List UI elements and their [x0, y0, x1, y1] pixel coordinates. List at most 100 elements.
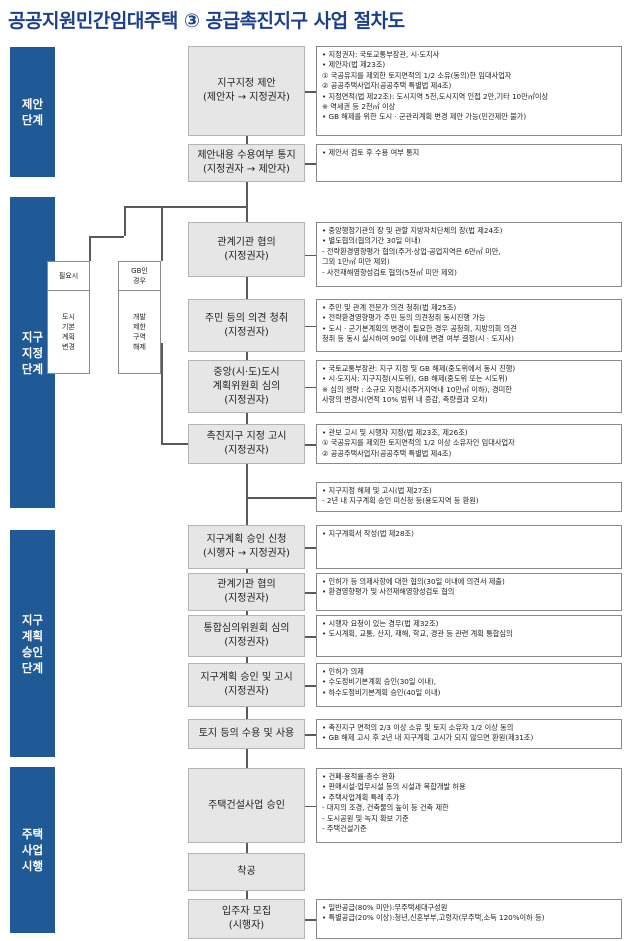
flow-connector — [124, 206, 126, 236]
flow-connector — [305, 734, 316, 736]
step-label: 착공 — [237, 866, 256, 877]
description-line: • 특별공급(20% 이상):청년,신혼부부,고령자(무주택,소득 120%이하… — [322, 913, 545, 923]
flow-connector — [305, 685, 316, 687]
step-label: 주택건설사업 승인 — [208, 799, 285, 811]
description-line: - 대지의 조경, 건축물의 높이 등 건축 제한 — [322, 803, 449, 813]
step-description: • 지정권자: 국토교통부장관, 시·도지사• 제안자(법 제23조) ① 국공… — [316, 46, 622, 136]
process-step: 관계기관 협의 (지정권자) — [188, 573, 305, 611]
step-label: 토지 등의 수용 및 사용 — [198, 728, 295, 739]
flow-connector — [161, 236, 163, 261]
flow-connector — [161, 443, 188, 445]
step-description: • 촉진지구 면적의 2/3 이상 소유 및 토지 소유자 1/2 이상 동의•… — [316, 719, 622, 749]
process-step: 지구지정 제안 (제안자 → 지정권자) — [188, 46, 305, 136]
step-label: 촉진지구 지정 고시 — [206, 431, 287, 442]
flow-connector — [305, 919, 316, 921]
process-step: 입주자 모집 (시행자) — [188, 899, 305, 939]
flow-connector — [161, 206, 163, 236]
step-description: • 제안서 검토 후 수용 여부 통지 — [316, 144, 622, 182]
description-line: ※ 역세권 등 2천㎡ 이상 — [322, 102, 396, 112]
step-label: (지정권자) — [224, 593, 269, 604]
description-line: • 주택사업계획 특례 추가 — [322, 792, 400, 802]
step-label: 주민 등의 의견 청취 — [204, 312, 289, 324]
step-label: (지정권자) — [224, 394, 269, 406]
step-label: (지정권자) — [224, 637, 269, 648]
description-line: • 도시계획, 교통, 산지, 재해, 학교, 경관 등 관련 계획 통합심의 — [322, 629, 513, 639]
step-label: (시행자 → 지정권자) — [203, 548, 290, 559]
step-description: • 지구계획서 작성(법 제28조) — [316, 525, 622, 569]
process-step: 주택건설사업 승인 — [188, 768, 305, 843]
description-line: ① 국공유지를 제외한 토지면적의 1/2 이상 소유자인 임대사업자 — [322, 438, 515, 448]
description-line: ① 국공유지를 제외한 토지면적의 1/2 소유(동의)한 임대사업자 — [322, 70, 512, 80]
step-label: 계획위원회 심의 — [212, 380, 281, 392]
description-line: • 촉진지구 면적의 2/3 이상 소유 및 토지 소유자 1/2 이상 동의 — [322, 723, 514, 732]
description-line: • 시행자 요청이 있는 경우(법 제32조) — [322, 619, 439, 628]
flow-connector — [246, 497, 316, 499]
flow-connector — [89, 236, 124, 238]
description-line: • 별도협의(협의기간 30일 이내) — [322, 236, 421, 246]
description-line: • 전략환경영향평가 주민 등의 의견청취 동시진행 가능 — [322, 313, 486, 323]
flow-connector — [305, 386, 316, 388]
flow-connector — [305, 592, 316, 594]
step-label: (제안자 → 지정권자) — [203, 92, 290, 103]
flow-connector — [305, 163, 316, 165]
step-label: 입주자 모집 — [221, 906, 272, 917]
description-line: - 2년 내 지구계획 승인 미신청 등(용도지역 등 환원) — [322, 496, 479, 506]
step-label: 지구지정 제안 — [217, 78, 276, 89]
side-box-body: 도시 기본 계획 변경 — [62, 313, 75, 351]
stage-approval: 지구 계획 승인 단계 — [10, 530, 55, 757]
page-title: 공공지원민간임대주택 ③ 공급촉진지구 사업 절차도 — [8, 10, 405, 32]
step-description: • 인허가 등 의제사항에 대한 협의(30일 이내에 의견서 제출)• 환경영… — [316, 573, 622, 611]
step-label: (지정권자) — [224, 326, 269, 338]
description-line: • GB 해제 고시 후 2년 내 지구계획 고시가 되지 않으면 환원(제31… — [322, 733, 534, 743]
flow-connector — [305, 254, 316, 256]
description-line: • 지구계획서 작성(법 제28조) — [322, 529, 414, 538]
description-line: • 도시 · 군기본계획의 변경이 필요한 경우 공청회, 지방의회 의견 — [322, 323, 517, 333]
description-line: • 지정권자: 국토교통부장관, 시·도지사 — [322, 50, 440, 59]
process-step: 착공 — [188, 853, 305, 891]
flow-connector — [305, 91, 316, 93]
description-line: - 전략환경영향평가 협의(주거·상업·공업지역은 6만㎡ 미만, — [322, 246, 501, 256]
description-line: • 제안자(법 제23조) — [322, 60, 386, 70]
description-line: • 인허가 의제 — [322, 667, 364, 676]
process-step: 촉진지구 지정 고시 (지정권자) — [188, 424, 305, 464]
step-label: (지정권자) — [224, 445, 269, 456]
process-step: 토지 등의 수용 및 사용 — [188, 719, 305, 749]
stage-proposal: 제안 단계 — [10, 47, 55, 177]
flow-connector — [161, 343, 163, 443]
step-label: 중앙(시·도)도시 — [213, 366, 280, 378]
flow-connector — [305, 325, 316, 327]
description-line: • GB 해제를 위한 도시 · 군관리계획 변경 제안 가능(민간제안 불가) — [322, 112, 527, 122]
description-line: • 시·도지사: 지구지정(시도위), GB 해제(중도위 또는 시도위) — [322, 374, 508, 384]
step-label: 제안내용 수용여부 통지 — [197, 150, 296, 161]
process-step: 관계기관 협의(지정권자) — [188, 222, 305, 277]
process-step: 통합심의위원회 심의 (지정권자) — [188, 615, 305, 657]
description-line: • 판매시설·업무시설 등의 시설과 복합개발 허용 — [322, 782, 466, 792]
description-line: - 도시공원 및 녹지 확보 기준 — [322, 813, 409, 823]
description-line: • 중앙행정기관의 장 및 관할 지방자치단체의 장(법 제24조) — [322, 226, 503, 235]
step-label: 통합심의위원회 심의 — [203, 623, 290, 634]
description-line: • 건폐·용적률·층수 완화 — [322, 772, 395, 781]
description-line: - 사전재해영향성검토 협의(5천㎡ 미만 제외) — [322, 267, 457, 277]
description-line: 사항의 변경시(면적 10% 범위 내 증감, 측량결과 오차) — [322, 395, 488, 405]
step-label: 지구계획 승인 신청 — [206, 534, 287, 545]
process-step: 주민 등의 의견 청취 (지정권자) — [188, 299, 305, 352]
description-line: ② 공공주택사업자(공공주택 특별법 제4조) — [322, 448, 452, 458]
flow-connector — [305, 805, 316, 807]
description-line: • 인허가 등 의제사항에 대한 협의(30일 이내에 의견서 제출) — [322, 577, 505, 586]
step-description: • 지구지정 해제 및 고시(법 제27조) - 2년 내 지구계획 승인 미신… — [316, 482, 622, 512]
step-description: • 중앙행정기관의 장 및 관할 지방자치단체의 장(법 제24조)• 별도협의… — [316, 222, 622, 287]
description-line: • 지구지정 해제 및 고시(법 제27조) — [322, 486, 432, 495]
step-description: • 국토교통부장관: 지구 지정 및 GB 해제(중도위에서 동시 진행)• 시… — [316, 360, 622, 413]
stage-housing: 주택 사업 시행 — [10, 767, 55, 933]
step-label: 관계기관 협의 — [217, 579, 276, 590]
step-label: (지정권자 → 제안자) — [203, 164, 290, 175]
description-line: • 수도정비기본계획 승인(30일 이내), — [322, 677, 437, 687]
step-label: (지정권자) — [224, 686, 269, 697]
description-line: ② 공공주택사업자(공공주택 특별법 제4조) — [322, 81, 452, 91]
step-label: 관계기관 협의 — [217, 236, 276, 248]
side-box-header: 필요시 — [48, 262, 89, 291]
step-label: (시행자) — [228, 920, 265, 931]
